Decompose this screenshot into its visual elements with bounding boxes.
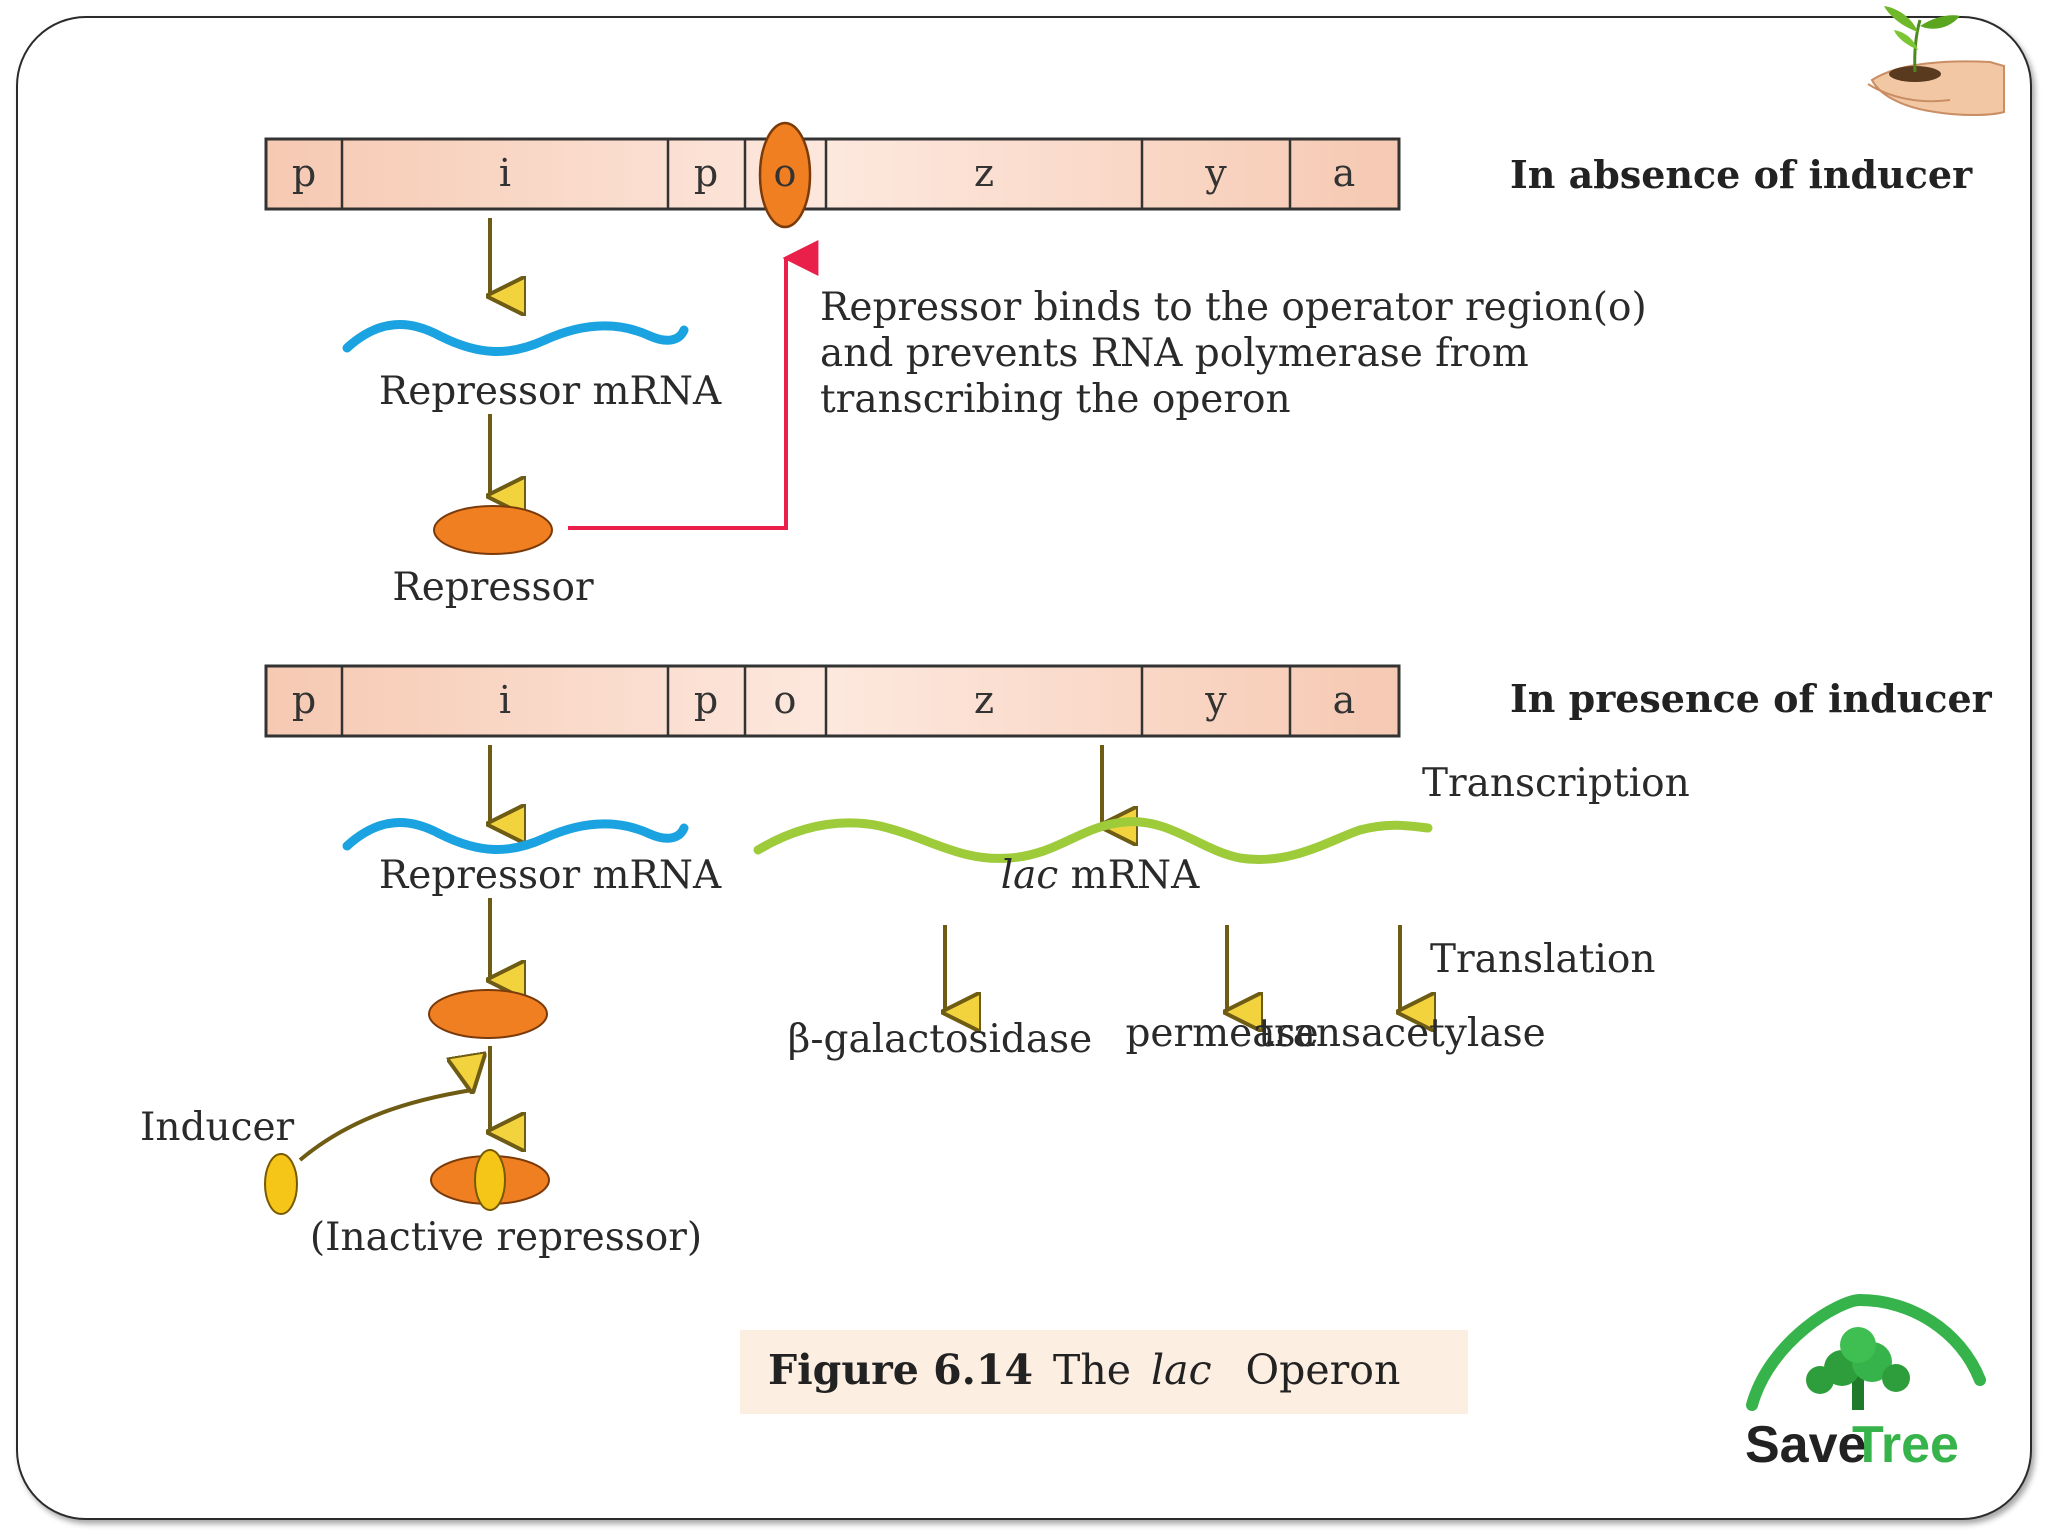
bottom-repressor-mrna-wave xyxy=(342,818,689,855)
explanation-line-1: Repressor binds to the operator region(o… xyxy=(820,285,1647,330)
inactive-repressor-inducer xyxy=(474,1149,506,1211)
top-gene-bar xyxy=(264,137,1401,211)
product-transacetylase: transacetylase xyxy=(1258,1011,1545,1056)
bottom-condition-label: In presence of inducer xyxy=(1510,676,1993,721)
bottom-repressor-mrna-label: Repressor mRNA xyxy=(379,853,722,898)
top-gene-y: y xyxy=(1204,151,1227,195)
plant-in-hands-icon xyxy=(1867,6,2005,116)
bottom-gene-z: z xyxy=(974,678,994,722)
savetree-logo: Save Tree xyxy=(1745,1293,1986,1474)
top-gene-p1: p xyxy=(292,151,316,195)
inactive-repressor-label: (Inactive repressor) xyxy=(310,1215,702,1260)
inducer-label: Inducer xyxy=(140,1105,295,1150)
slide-frame xyxy=(16,16,2032,1520)
bound-repressor xyxy=(758,121,812,229)
bottom-gene-p2: p xyxy=(694,678,718,722)
product-permease: permease xyxy=(1125,1011,1318,1056)
product-beta-galactosidase: β-galactosidase xyxy=(788,1017,1092,1062)
caption-box xyxy=(740,1330,1468,1414)
binding-arrow xyxy=(568,240,819,530)
top-gene-z: z xyxy=(974,151,994,195)
top-repressor-label: Repressor xyxy=(392,565,594,610)
logo-tree-text: Tree xyxy=(1852,1416,1959,1474)
top-gene-p2: p xyxy=(694,151,718,195)
bottom-gene-y: y xyxy=(1204,678,1227,722)
tree-icon xyxy=(1806,1327,1910,1410)
top-repressor-protein xyxy=(433,505,553,555)
inducer-molecule xyxy=(264,1153,298,1215)
bottom-gene-a: a xyxy=(1333,678,1356,722)
top-gene-a: a xyxy=(1333,151,1356,195)
top-gene-o: o xyxy=(774,151,797,195)
top-repressor-mrna-label: Repressor mRNA xyxy=(379,369,722,414)
top-repressor-mrna-wave xyxy=(342,320,689,357)
lac-mrna-label: lac mRNA xyxy=(1001,853,1200,898)
top-condition-label: In absence of inducer xyxy=(1510,152,1973,197)
explanation-line-3: transcribing the operon xyxy=(820,377,1291,422)
explanation-line-2: and prevents RNA polymerase from xyxy=(820,331,1529,376)
bottom-gene-o: o xyxy=(774,678,797,722)
lac-mrna-wave xyxy=(753,817,1433,864)
bottom-gene-i: i xyxy=(499,678,511,722)
top-gene-i: i xyxy=(499,151,511,195)
transcription-label: Transcription xyxy=(1422,761,1690,806)
bottom-gene-bar xyxy=(264,664,1401,738)
bottom-gene-p1: p xyxy=(292,678,316,722)
translation-label: Translation xyxy=(1430,937,1656,982)
bottom-repressor-protein xyxy=(428,989,548,1039)
inducer-arrow xyxy=(298,1090,472,1162)
logo-save-text: Save xyxy=(1745,1416,1866,1474)
